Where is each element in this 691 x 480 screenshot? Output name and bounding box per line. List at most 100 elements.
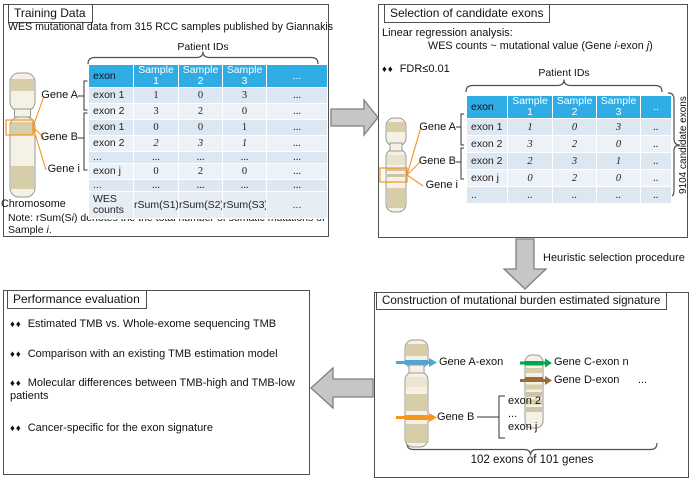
table-cell: 3 (178, 135, 223, 153)
table-cell: .. (552, 186, 597, 205)
table-cell: 2 (178, 163, 223, 181)
note-part: . (48, 224, 52, 236)
gene-d-exon-arrow-icon (520, 376, 552, 385)
table-cell: exon 1 (466, 118, 508, 137)
gene-b-label: Gene B (418, 155, 456, 167)
table-cell: 3 (222, 87, 267, 105)
gene-pointer-line (32, 95, 45, 128)
table-cell: 2 (178, 103, 223, 121)
formula-part-italic: i (614, 40, 617, 52)
evaluation-item: ♦♦Comparison with an existing TMB estima… (10, 348, 306, 361)
table-cell: ... (266, 191, 328, 220)
gene-b-exon-arrow-icon (396, 413, 437, 422)
table-cell: exon 2 (466, 152, 508, 171)
highlight-box-training (5, 95, 47, 171)
exon-list-item: exon 2 (508, 395, 542, 407)
table-cell: exon 2 (466, 135, 508, 154)
chromosome-signature-right-icon (524, 354, 544, 429)
analysis-intro: Linear regression analysis: (382, 27, 513, 39)
gene-pointer-line (406, 174, 424, 187)
brace-candidate-exons (667, 92, 681, 198)
table-header-cell: exon (88, 63, 134, 89)
table-cell: ... (266, 179, 328, 193)
bracket-gene-b-selection (460, 147, 464, 180)
table-cell: exon 2 (88, 135, 134, 153)
gene-pointer-line (406, 160, 422, 176)
table-cell: 0 (552, 118, 597, 137)
brace-patient-ids-selection (465, 79, 663, 93)
diamond-bullet-icon: ♦♦ (10, 423, 22, 434)
chromosome-training-icon (9, 72, 36, 198)
gene-i-label: Gene i (47, 163, 80, 175)
table-cell: 0 (133, 119, 179, 137)
table-header-cell: .. (640, 94, 672, 120)
bracket-exon-list (498, 395, 505, 439)
table-header-cell: exon (466, 94, 508, 120)
diamond-bullet-icon: ♦♦ (10, 378, 22, 389)
table-cell: 0 (222, 103, 267, 121)
note-part-italic: i (71, 212, 74, 224)
table-cell: .. (640, 135, 672, 154)
table-cell: 2 (507, 152, 553, 171)
evaluation-item: ♦♦Estimated TMB vs. Whole-exome sequenci… (10, 318, 306, 331)
table-cell: exon 1 (88, 87, 134, 105)
gene-c-exon-label: Gene C-exon n (554, 356, 629, 368)
table-header-cell: Sample 1 (133, 63, 179, 89)
table-row: .......... (466, 186, 672, 205)
table-cell: .. (640, 152, 672, 171)
patient-ids-label: Patient IDs (177, 41, 229, 53)
highlight-box-selection (379, 126, 424, 187)
table-cell: ... (266, 87, 328, 105)
gene-i-label: Gene i (425, 179, 458, 191)
patient-ids-label: Patient IDs (538, 67, 590, 79)
fdr-text: FDR≤0.01 (399, 63, 450, 75)
evaluation-item-text: Comparison with an existing TMB estimati… (27, 348, 278, 360)
table-cell: 3 (552, 152, 597, 171)
gene-pointer-line (406, 126, 422, 176)
table-cell: WES counts (88, 191, 134, 220)
table-cell: rSum(S3) (222, 191, 267, 220)
table-cell: ... (222, 151, 267, 165)
table-cell: ... (88, 151, 134, 165)
panel-title-training: Training Data (8, 4, 93, 23)
formula-part: -exon (616, 40, 647, 52)
gene-d-exon-label: Gene D-exon (554, 374, 620, 386)
gene-pointer-line (32, 126, 45, 139)
gene-b-label: Gene B (40, 131, 78, 143)
gene-a-label: Gene A (419, 121, 456, 133)
table-cell: 3 (596, 118, 641, 137)
gene-pointer-line (32, 126, 47, 171)
formula-part: ) (649, 40, 653, 52)
evaluation-item-text: Cancer-specific for the exon signature (27, 422, 213, 434)
table-cell: ... (266, 119, 328, 137)
note-part: Note: rSum(S (8, 212, 72, 224)
more-genes-ellipsis: ... (638, 374, 648, 386)
formula-part-italic: j (646, 40, 650, 52)
gene-a-label: Gene A (41, 89, 78, 101)
table-cell: exon j (88, 163, 134, 181)
diamond-bullet-icon: ♦♦ (10, 319, 22, 330)
table-cell: 0 (178, 119, 223, 137)
table-cell: ... (88, 179, 134, 193)
table-row: ............... (88, 179, 328, 193)
table-cell: 1 (133, 87, 179, 105)
chromosome-selection-icon (385, 117, 407, 213)
table-cell: 1 (596, 152, 641, 171)
table-cell: exon 1 (88, 119, 134, 137)
table-cell: .. (640, 186, 672, 205)
table-cell: ... (222, 179, 267, 193)
exon-list-item: ... (508, 408, 518, 420)
arrow-left-icon (310, 366, 374, 410)
candidate-count-label: 9104 candidate exons (678, 96, 689, 194)
table-header-cell: Sample 2 (552, 94, 597, 120)
fdr-bullet: ♦♦FDR≤0.01 (382, 63, 450, 75)
